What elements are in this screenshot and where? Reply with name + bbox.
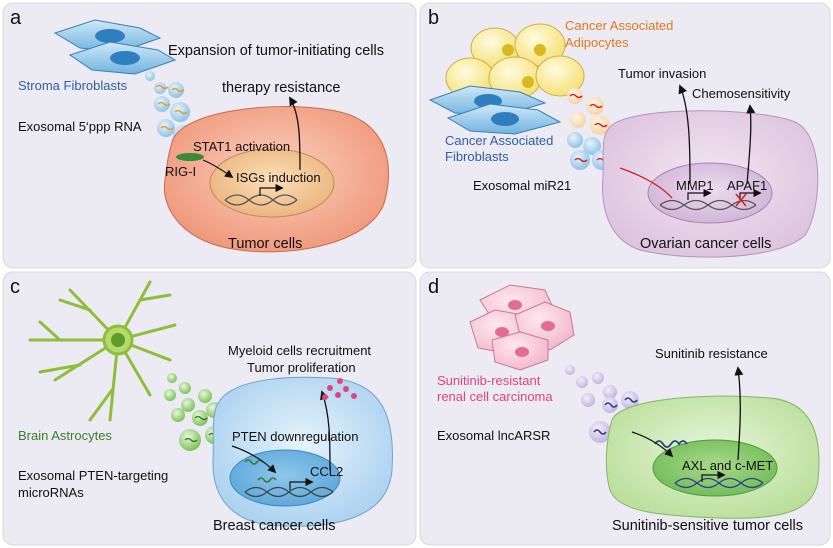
rcc-label-line1: Sunitinib-resistant (437, 373, 541, 388)
sensitive-cell-nucleus (652, 439, 778, 497)
dna-helix (244, 486, 334, 498)
fibroblasts-label-line2: Fibroblasts (445, 149, 509, 164)
ccl2-gene-label: CCL2 (310, 464, 343, 479)
sunitinib-sensitive-cells-label: Sunitinib-sensitive tumor cells (612, 518, 803, 534)
cancer-associated-adipocytes-illustration (445, 23, 585, 100)
effect-chemosensitivity-label: Chemosensitivity (692, 86, 791, 101)
panel-c-letter: c (10, 276, 20, 298)
rig-i-receptor (176, 153, 204, 161)
effect-sunitinib-resistance-label: Sunitinib resistance (655, 346, 768, 361)
rcc-label-line2: renal cell carcinoma (437, 389, 553, 404)
exosomal-mir21-label: Exosomal miR21 (473, 178, 571, 193)
secreted-chemokine-dots (322, 378, 357, 400)
cancer-associated-fibroblasts-illustration (428, 85, 562, 135)
exosomal-pten-mirna-label-line1: Exosomal PTEN-targeting (18, 468, 168, 483)
axl-cmet-gene-label: AXL and c-MET (682, 458, 773, 473)
brain-astrocytes-label: Brain Astrocytes (18, 428, 112, 443)
panel-d-letter: d (428, 276, 439, 298)
exosomal-pten-mirna-label-line2: microRNAs (18, 485, 84, 500)
stroma-fibroblasts-label: Stroma Fibroblasts (18, 78, 128, 93)
dna-helix (674, 477, 764, 489)
effect-therapy-resistance-label: therapy resistance (222, 80, 340, 96)
exosomal-lncarsr-label: Exosomal lncARSR (437, 428, 550, 443)
stat1-activation-label: STAT1 activation (193, 139, 290, 154)
exosome-vesicles (164, 373, 223, 451)
breast-cell-nucleus (229, 449, 341, 507)
exosome-vesicles (567, 88, 643, 170)
exosome-vesicles (565, 365, 639, 443)
effect-myeloid-recruitment-label: Myeloid cells recruitment (228, 343, 371, 358)
breast-cancer-cells-label: Breast cancer cells (213, 518, 336, 534)
effect-tumor-proliferation-label: Tumor proliferation (247, 360, 356, 375)
tumor-cells-label: Tumor cells (228, 236, 302, 252)
pten-downregulation-label: PTEN downregulation (232, 429, 358, 444)
panel-b-letter: b (428, 7, 439, 29)
mmp1-gene-label: MMP1 (676, 178, 714, 193)
effect-expansion-label: Expansion of tumor-initiating cells (168, 43, 384, 59)
brain-astrocyte-illustration (28, 280, 177, 422)
effect-tumor-invasion-label: Tumor invasion (618, 66, 706, 81)
isgs-induction-label: ISGs induction (236, 170, 321, 185)
fibroblasts-label-line1: Cancer Associated (445, 133, 553, 148)
adipocytes-label-line1: Cancer Associated (565, 18, 673, 33)
stroma-fibroblasts-illustration (53, 19, 177, 75)
inhibition-mark (735, 193, 747, 207)
exosomal-5ppp-rna-label: Exosomal 5‘ppp RNA (18, 119, 142, 134)
dna-helix (224, 194, 298, 206)
panel-a-letter: a (10, 7, 22, 29)
rig-i-label: RIG-I (165, 164, 196, 179)
tumor-cell-nucleus (209, 148, 335, 218)
renal-cell-carcinoma-illustration (469, 284, 575, 371)
adipocytes-label-line2: Adipocytes (565, 35, 629, 50)
ovarian-cancer-cells-label: Ovarian cancer cells (640, 236, 771, 252)
